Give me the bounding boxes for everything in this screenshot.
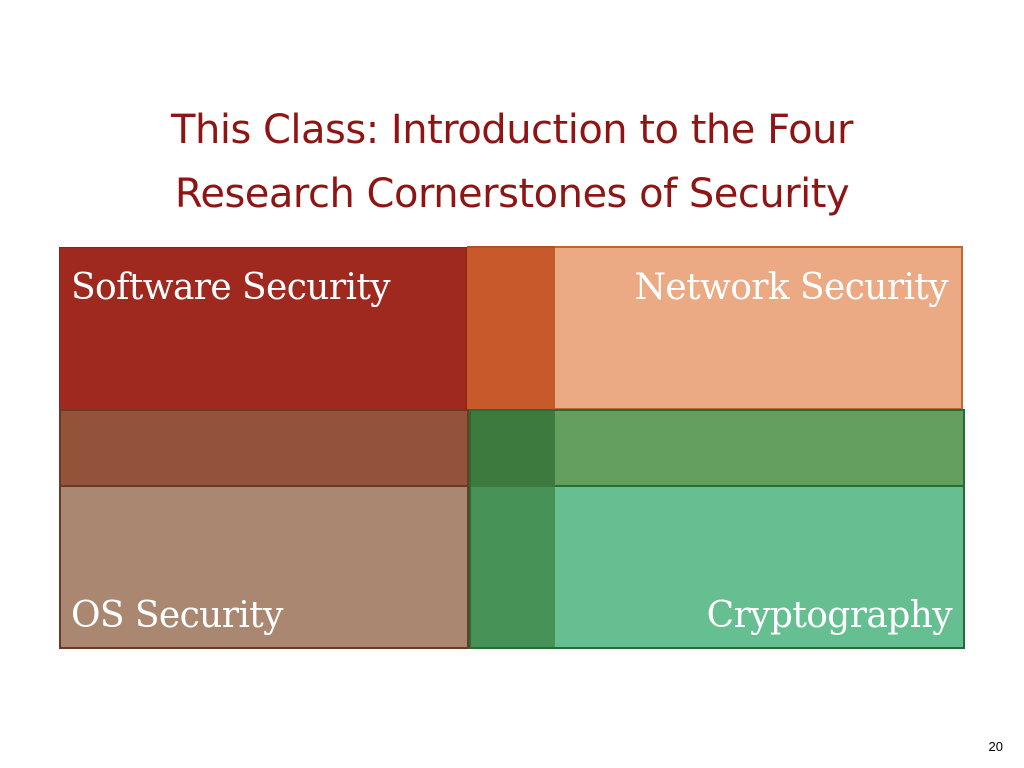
software-security-block [59,247,467,410]
crypto-center-overlap [469,409,555,487]
crypto-horizontal-overlap [555,409,965,487]
os-security-block [59,487,469,649]
slide-title-line-1: This Class: Introduction to the Four [171,107,853,153]
slide-title: This Class: Introduction to the Four Res… [0,98,1024,226]
cryptography-label: Cryptography [706,595,953,636]
software-network-overlap [467,246,555,410]
slide-title-line-2: Research Cornerstones of Security [174,171,850,217]
cryptography-block [555,487,965,649]
software-os-overlap [59,409,469,487]
network-security-block [555,246,963,410]
software-security-label: Software Security [71,267,391,308]
slide-page-number: 20 [988,739,1003,754]
crypto-vertical-overlap [469,487,555,649]
network-security-label: Network Security [634,267,949,308]
os-security-label: OS Security [71,595,283,636]
